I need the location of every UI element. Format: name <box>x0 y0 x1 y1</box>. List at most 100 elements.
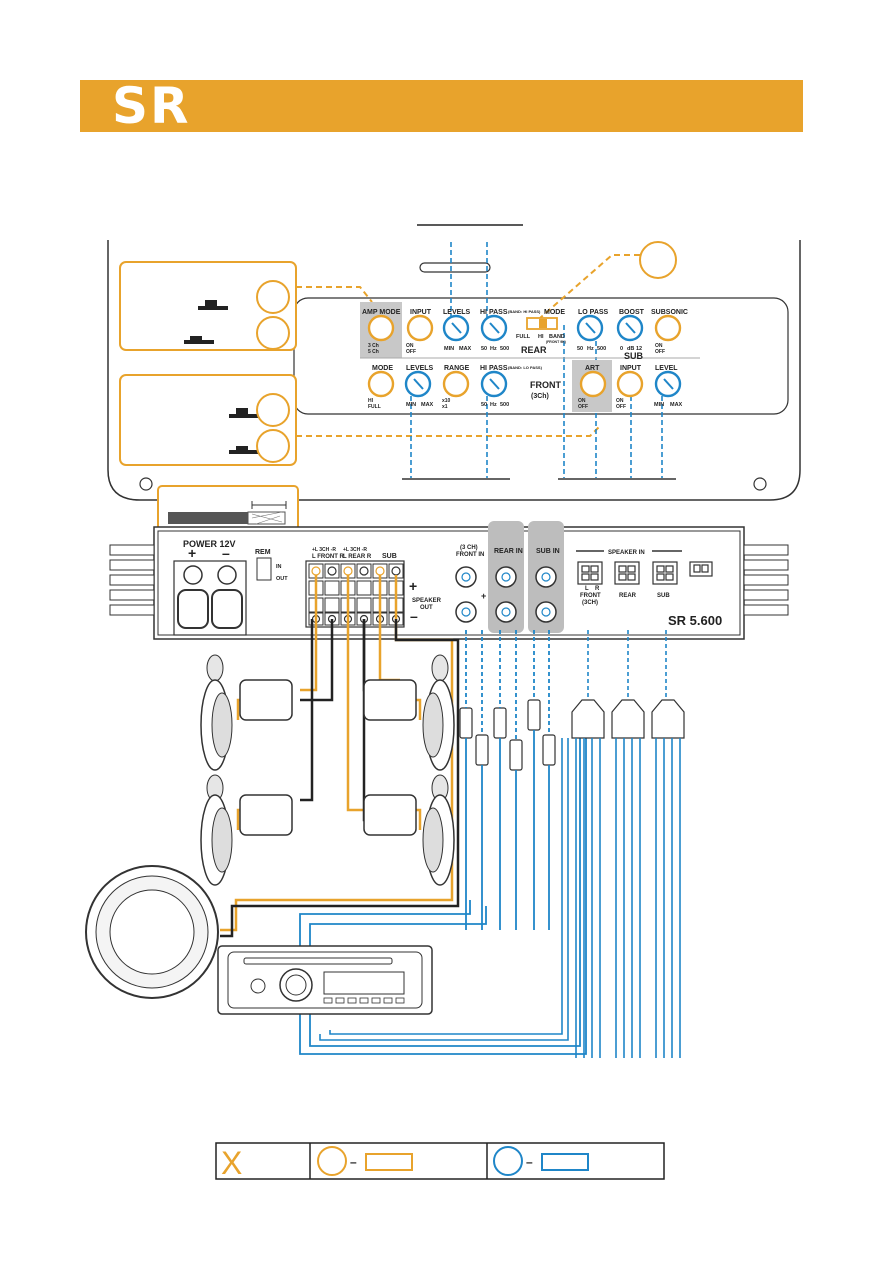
svg-text:OFF: OFF <box>578 404 588 410</box>
svg-text:+L 3CH -R: +L 3CH -R <box>312 547 336 553</box>
legend-blue-circle <box>493 1146 523 1176</box>
head-unit <box>217 945 433 1015</box>
rem-connector[interactable] <box>256 557 272 581</box>
aux-connector[interactable] <box>689 561 713 577</box>
svg-text:SUB: SUB <box>657 593 670 599</box>
sub-section-label: SUB <box>624 351 644 361</box>
svg-text:LEVEL: LEVEL <box>655 365 678 372</box>
svg-text:ART: ART <box>585 365 600 372</box>
legend-x-mark: X <box>221 1145 242 1181</box>
svg-text:–: – <box>410 608 418 624</box>
amp-mode-knob[interactable] <box>367 314 395 342</box>
svg-text:REM: REM <box>255 549 271 556</box>
svg-text:x10: x10 <box>442 398 451 404</box>
svg-text:dB: dB <box>627 346 634 352</box>
front-mode-knob[interactable] <box>367 370 395 398</box>
speaker-in-front-connector[interactable] <box>577 561 603 585</box>
svg-text:FRONT: FRONT <box>580 593 601 599</box>
levels-title-rear: LEVELS <box>443 309 471 316</box>
svg-text:FULL: FULL <box>516 334 531 340</box>
svg-text:HI PASS: HI PASS <box>480 365 508 372</box>
legend: X – – <box>215 1142 665 1181</box>
svg-text:500: 500 <box>500 346 509 352</box>
speaker-in-sub-connector[interactable] <box>652 561 678 585</box>
svg-text:OFF: OFF <box>616 404 626 410</box>
svg-text:FRONT IN: FRONT IN <box>456 552 484 558</box>
front-range-knob[interactable] <box>442 370 470 398</box>
svg-text:0: 0 <box>620 346 623 352</box>
svg-text:SPEAKER: SPEAKER <box>412 598 442 604</box>
svg-text:50: 50 <box>481 346 487 352</box>
svg-text:IN: IN <box>276 564 282 570</box>
model-label: SR 5.600 <box>668 613 722 628</box>
legend-blue-box <box>541 1153 589 1171</box>
svg-text:MODE: MODE <box>544 309 565 316</box>
svg-text:(FRONT 9K): (FRONT 9K) <box>546 340 566 344</box>
crossover-left-rear <box>239 794 293 836</box>
svg-text:R: R <box>595 586 600 592</box>
svg-text:(3 CH): (3 CH) <box>460 545 478 551</box>
header-banner <box>80 80 803 132</box>
svg-text:+L 3CH -R: +L 3CH -R <box>343 547 367 553</box>
svg-text:ON: ON <box>578 398 586 404</box>
svg-text:–: – <box>526 1155 533 1169</box>
svg-text:–: – <box>222 545 230 561</box>
speaker-in-rear-connector[interactable] <box>614 561 640 585</box>
sub-input-knob[interactable] <box>616 370 644 398</box>
svg-text:MIN: MIN <box>444 346 454 352</box>
svg-text:ON: ON <box>655 343 663 349</box>
svg-text:OUT: OUT <box>276 576 288 582</box>
svg-text:500: 500 <box>500 402 509 408</box>
legend-orange-box <box>365 1153 413 1171</box>
brand-logo: SR <box>112 77 191 135</box>
svg-text:(3Ch): (3Ch) <box>531 393 549 400</box>
svg-text:x1: x1 <box>442 404 448 410</box>
svg-text:MIN: MIN <box>654 402 664 408</box>
svg-text:L REAR R: L REAR R <box>343 554 372 560</box>
crossover-right-rear <box>363 794 417 836</box>
callout-art <box>119 374 297 466</box>
svg-text:L FRONT R: L FRONT R <box>312 554 345 560</box>
sub-controls: LO PASS 50 Hz 500 BOOST 0 dB 12 SUBSONIC… <box>576 309 688 410</box>
svg-text:SUB IN: SUB IN <box>536 548 560 555</box>
svg-text:MAX: MAX <box>421 402 434 408</box>
svg-text:SUBSONIC: SUBSONIC <box>651 309 688 316</box>
svg-text:MODE: MODE <box>372 365 393 372</box>
subwoofer <box>85 865 219 999</box>
amp-front-face: POWER 12V + – REM IN OUT +L 3CH -R L FRO… <box>109 521 789 640</box>
svg-text:ON: ON <box>616 398 624 404</box>
svg-text:12: 12 <box>636 346 642 352</box>
svg-text:3 Ch: 3 Ch <box>368 343 379 349</box>
svg-text:HI: HI <box>368 398 374 404</box>
front-section-label: FRONT <box>530 380 561 390</box>
svg-text:500: 500 <box>597 346 606 352</box>
svg-text:HI: HI <box>538 334 544 340</box>
subsonic-knob[interactable] <box>654 314 682 342</box>
svg-text:50: 50 <box>481 402 487 408</box>
svg-text:(3CH): (3CH) <box>582 600 598 606</box>
crossover-left-front <box>239 679 293 721</box>
svg-text:Hz: Hz <box>587 346 594 352</box>
svg-text:Hz: Hz <box>490 346 497 352</box>
svg-text:ON: ON <box>406 343 414 349</box>
svg-text:5 Ch: 5 Ch <box>368 349 379 355</box>
svg-text:+: + <box>188 545 196 561</box>
svg-text:+: + <box>409 578 417 594</box>
svg-text:REAR: REAR <box>619 593 637 599</box>
svg-text:L: L <box>585 586 589 592</box>
speaker-in-harness <box>319 630 685 1058</box>
left-front-speaker <box>200 654 293 771</box>
svg-text:LO PASS: LO PASS <box>578 309 609 316</box>
amp-top-view <box>107 224 801 501</box>
legend-orange-circle <box>317 1146 347 1176</box>
hipass-title-rear: HI PASS <box>480 309 508 316</box>
right-front-speaker <box>363 654 455 771</box>
art-knob[interactable] <box>579 370 607 398</box>
svg-text:BAND: BAND <box>549 334 565 340</box>
svg-text:50: 50 <box>577 346 583 352</box>
input-title-rear: INPUT <box>410 309 432 316</box>
svg-text:SUB: SUB <box>382 553 397 560</box>
rear-input-knob[interactable] <box>406 314 434 342</box>
callout-mode-circle <box>639 241 677 279</box>
